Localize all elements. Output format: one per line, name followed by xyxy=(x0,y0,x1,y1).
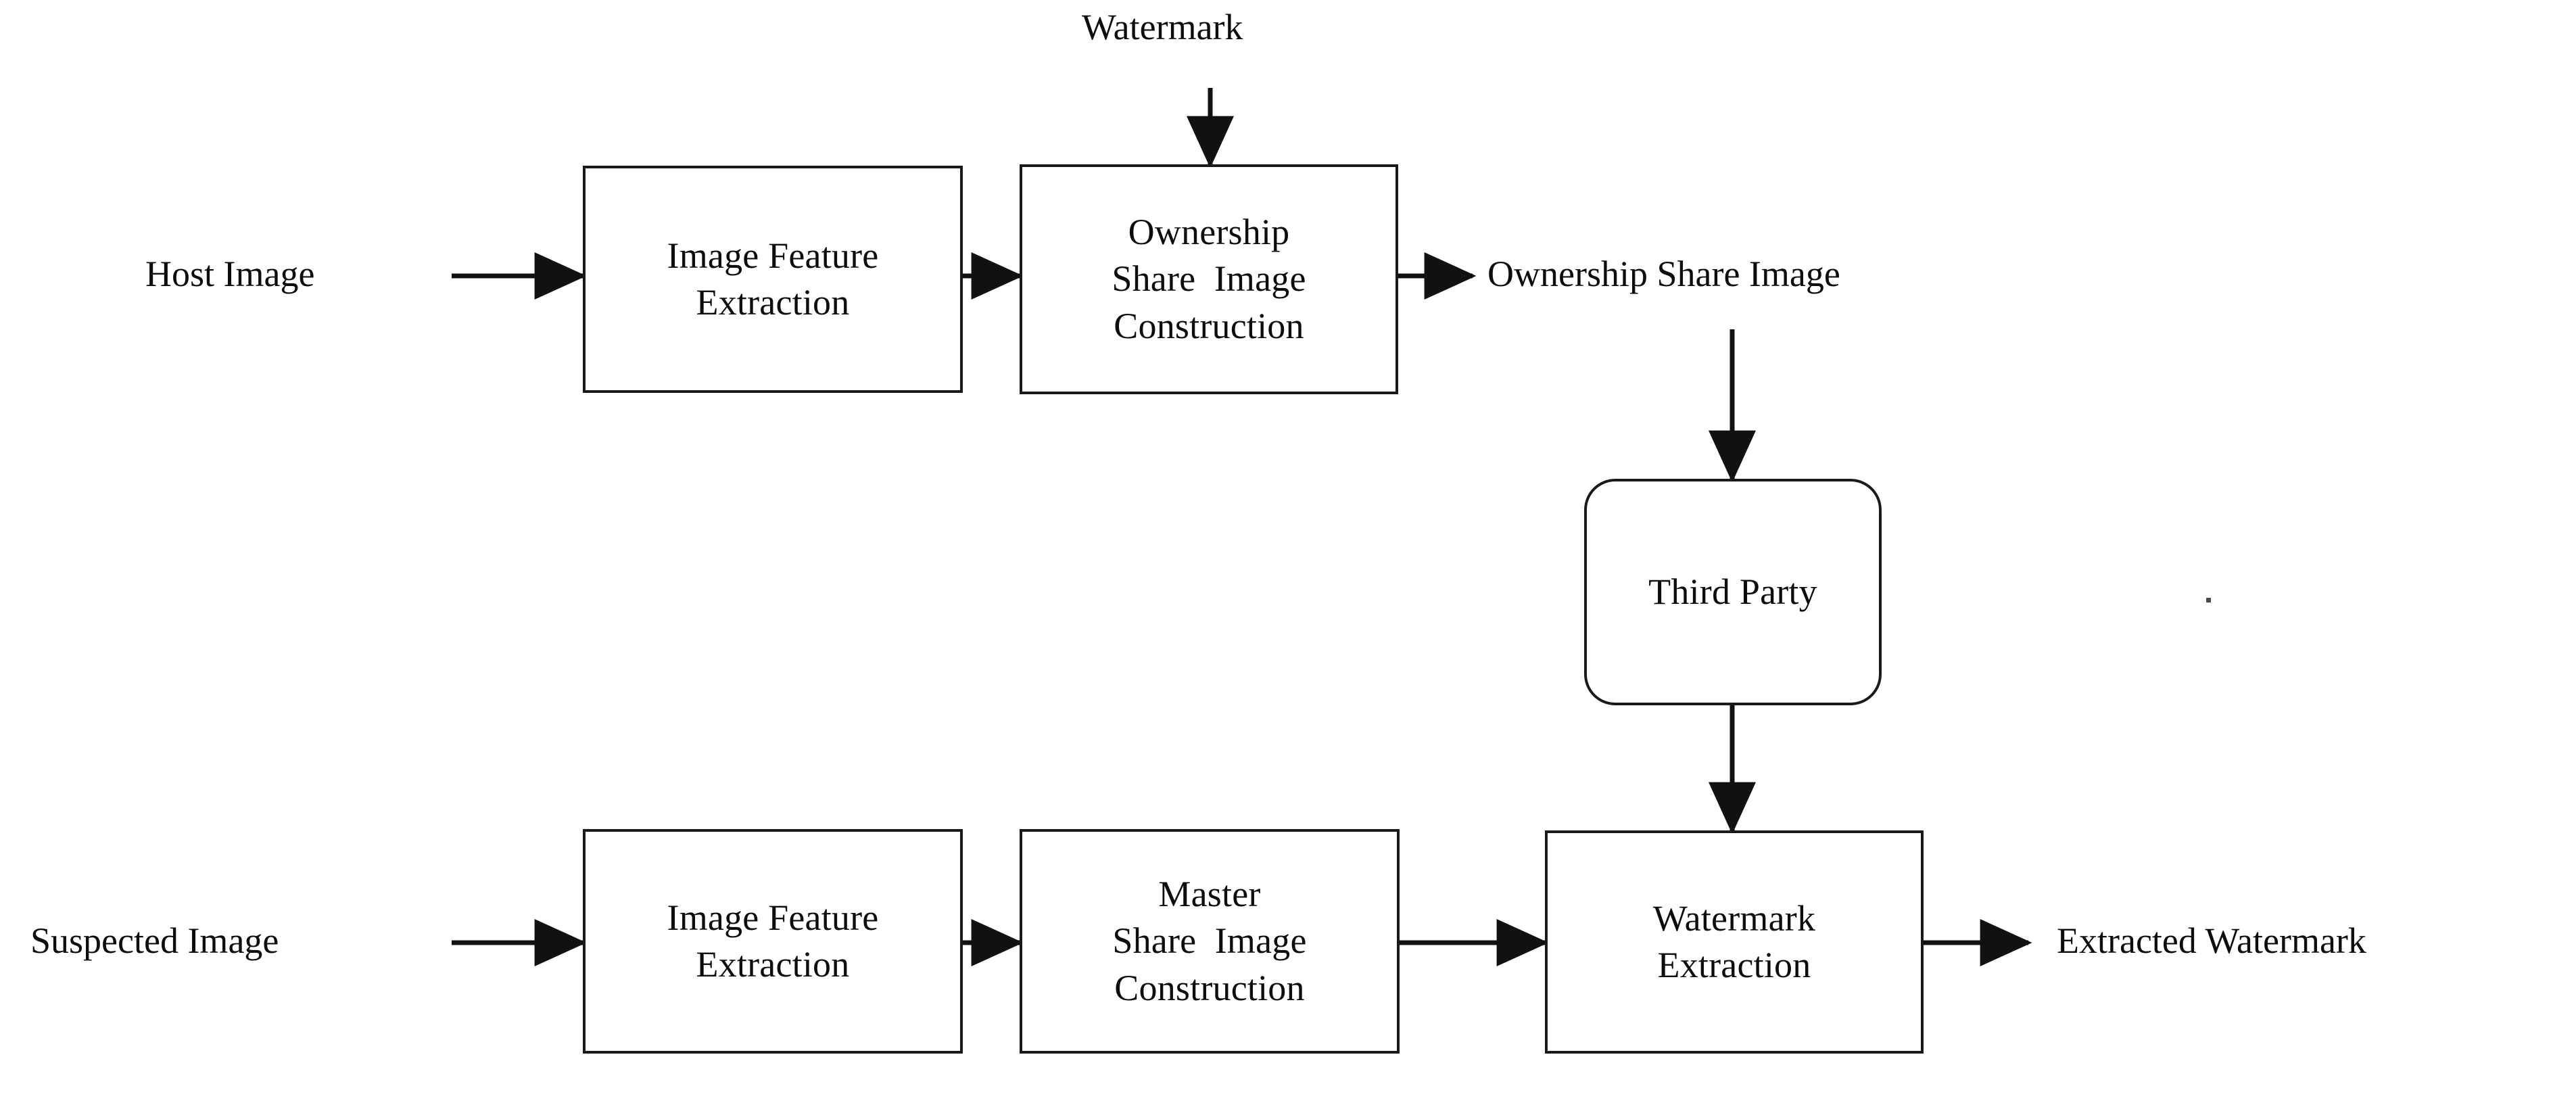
box-line: Share Image xyxy=(1112,258,1306,300)
label-ownership-share-image: Ownership Share Image xyxy=(1487,254,1840,294)
box-line: Third Party xyxy=(1648,571,1817,612)
box-third-party: Third Party xyxy=(1584,479,1882,705)
box-line: Image Feature xyxy=(667,897,879,938)
label-extracted-watermark: Extracted Watermark xyxy=(2057,920,2366,961)
box-line: Master xyxy=(1158,874,1261,915)
box-line: Ownership xyxy=(1128,212,1290,253)
label-watermark: Watermark xyxy=(1082,7,1243,47)
box-ownership-share-image-construction: Ownership Share Image Construction xyxy=(1020,164,1398,394)
box-line: Share Image xyxy=(1112,920,1307,962)
box-image-feature-extraction-embed: Image Feature Extraction xyxy=(583,166,963,393)
box-master-share-image-construction: Master Share Image Construction xyxy=(1020,829,1400,1054)
box-line: Extraction xyxy=(696,944,850,985)
box-line: Extraction xyxy=(696,282,850,323)
box-image-feature-extraction-detect: Image Feature Extraction xyxy=(583,829,963,1054)
label-suspected-image: Suspected Image xyxy=(30,920,279,961)
scan-artifact-dot xyxy=(2206,598,2211,603)
box-line: Construction xyxy=(1114,967,1305,1008)
box-line: Extraction xyxy=(1657,945,1811,985)
label-host-image: Host Image xyxy=(145,254,315,294)
box-line: Construction xyxy=(1114,305,1304,346)
box-line: Image Feature xyxy=(667,235,879,276)
box-line: Watermark xyxy=(1652,897,1816,939)
box-watermark-extraction: Watermark Extraction xyxy=(1545,830,1924,1054)
